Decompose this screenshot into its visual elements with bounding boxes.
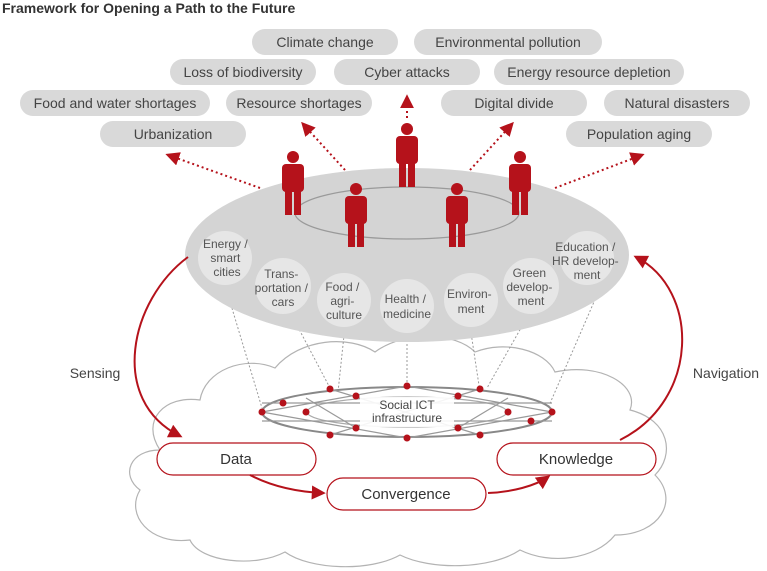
navigation-arrow [619, 255, 684, 441]
navigation-label: Navigation [693, 365, 759, 381]
issue-arrows [165, 94, 645, 189]
field-circle [444, 273, 498, 327]
issue-pill [414, 29, 602, 55]
issue-urbanization: Urbanization [134, 126, 213, 142]
issue-food-and-water-shortages: Food and water shortages [34, 95, 197, 111]
issue-environmental-pollution: Environmental pollution [435, 34, 581, 50]
social-ict-network: Social ICT infrastructure [258, 382, 556, 442]
issue-pill [20, 90, 210, 116]
field-food-agriculture: Food / agri- culture [325, 280, 362, 322]
knowledge-box [496, 442, 657, 476]
field-circle [198, 231, 252, 285]
issue-natural-disasters: Natural disasters [624, 95, 729, 111]
knowledge-label: Knowledge [539, 451, 613, 468]
issue-pill [494, 59, 684, 85]
issue-climate-change: Climate change [276, 34, 373, 50]
fields-group: Energy / smart cities Trans- portation /… [198, 231, 622, 333]
issue-pill [100, 121, 246, 147]
issue-population-aging: Population aging [587, 126, 691, 142]
field-environment: Environ- ment [447, 287, 495, 316]
convergence-to-knowledge-arrow [487, 475, 551, 494]
field-circle [317, 273, 371, 327]
field-transportation: Trans- portation / cars [255, 267, 312, 309]
field-energy: Energy / smart cities [203, 237, 251, 279]
issues-group: Climate change Environmental pollution L… [20, 29, 750, 147]
convergence-label: Convergence [361, 486, 450, 503]
data-box [156, 442, 317, 476]
field-education: Education / HR develop- ment [552, 240, 622, 282]
sensing-arrow [133, 256, 189, 438]
issue-cyber-attacks: Cyber attacks [364, 64, 450, 80]
data-to-convergence-arrow [249, 474, 326, 500]
sensing-label: Sensing [70, 365, 121, 381]
field-green-development: Green develop- ment [506, 266, 555, 308]
issue-loss-of-biodiversity: Loss of biodiversity [183, 64, 302, 80]
issue-pill [226, 90, 372, 116]
issue-pill [566, 121, 712, 147]
infrastructure-label-line1: Social ICT [379, 398, 435, 412]
issue-resource-shortages: Resource shortages [236, 95, 361, 111]
issue-pill [170, 59, 316, 85]
field-circle [503, 258, 559, 314]
page-title: Framework for Opening a Path to the Futu… [2, 0, 295, 16]
issue-energy-resource-depletion: Energy resource depletion [507, 64, 670, 80]
issue-pill [604, 90, 750, 116]
issue-pill [252, 29, 398, 55]
field-circle [560, 231, 614, 285]
field-circle [380, 279, 434, 333]
cloud-shape [129, 335, 668, 568]
field-circle [255, 258, 311, 314]
issue-pill [441, 90, 587, 116]
data-label: Data [220, 451, 252, 468]
convergence-box [326, 477, 487, 511]
issue-digital-divide: Digital divide [474, 95, 554, 111]
infrastructure-label-line2: infrastructure [372, 411, 442, 425]
field-health-medicine: Health / medicine [383, 292, 431, 321]
issue-pill [334, 59, 480, 85]
